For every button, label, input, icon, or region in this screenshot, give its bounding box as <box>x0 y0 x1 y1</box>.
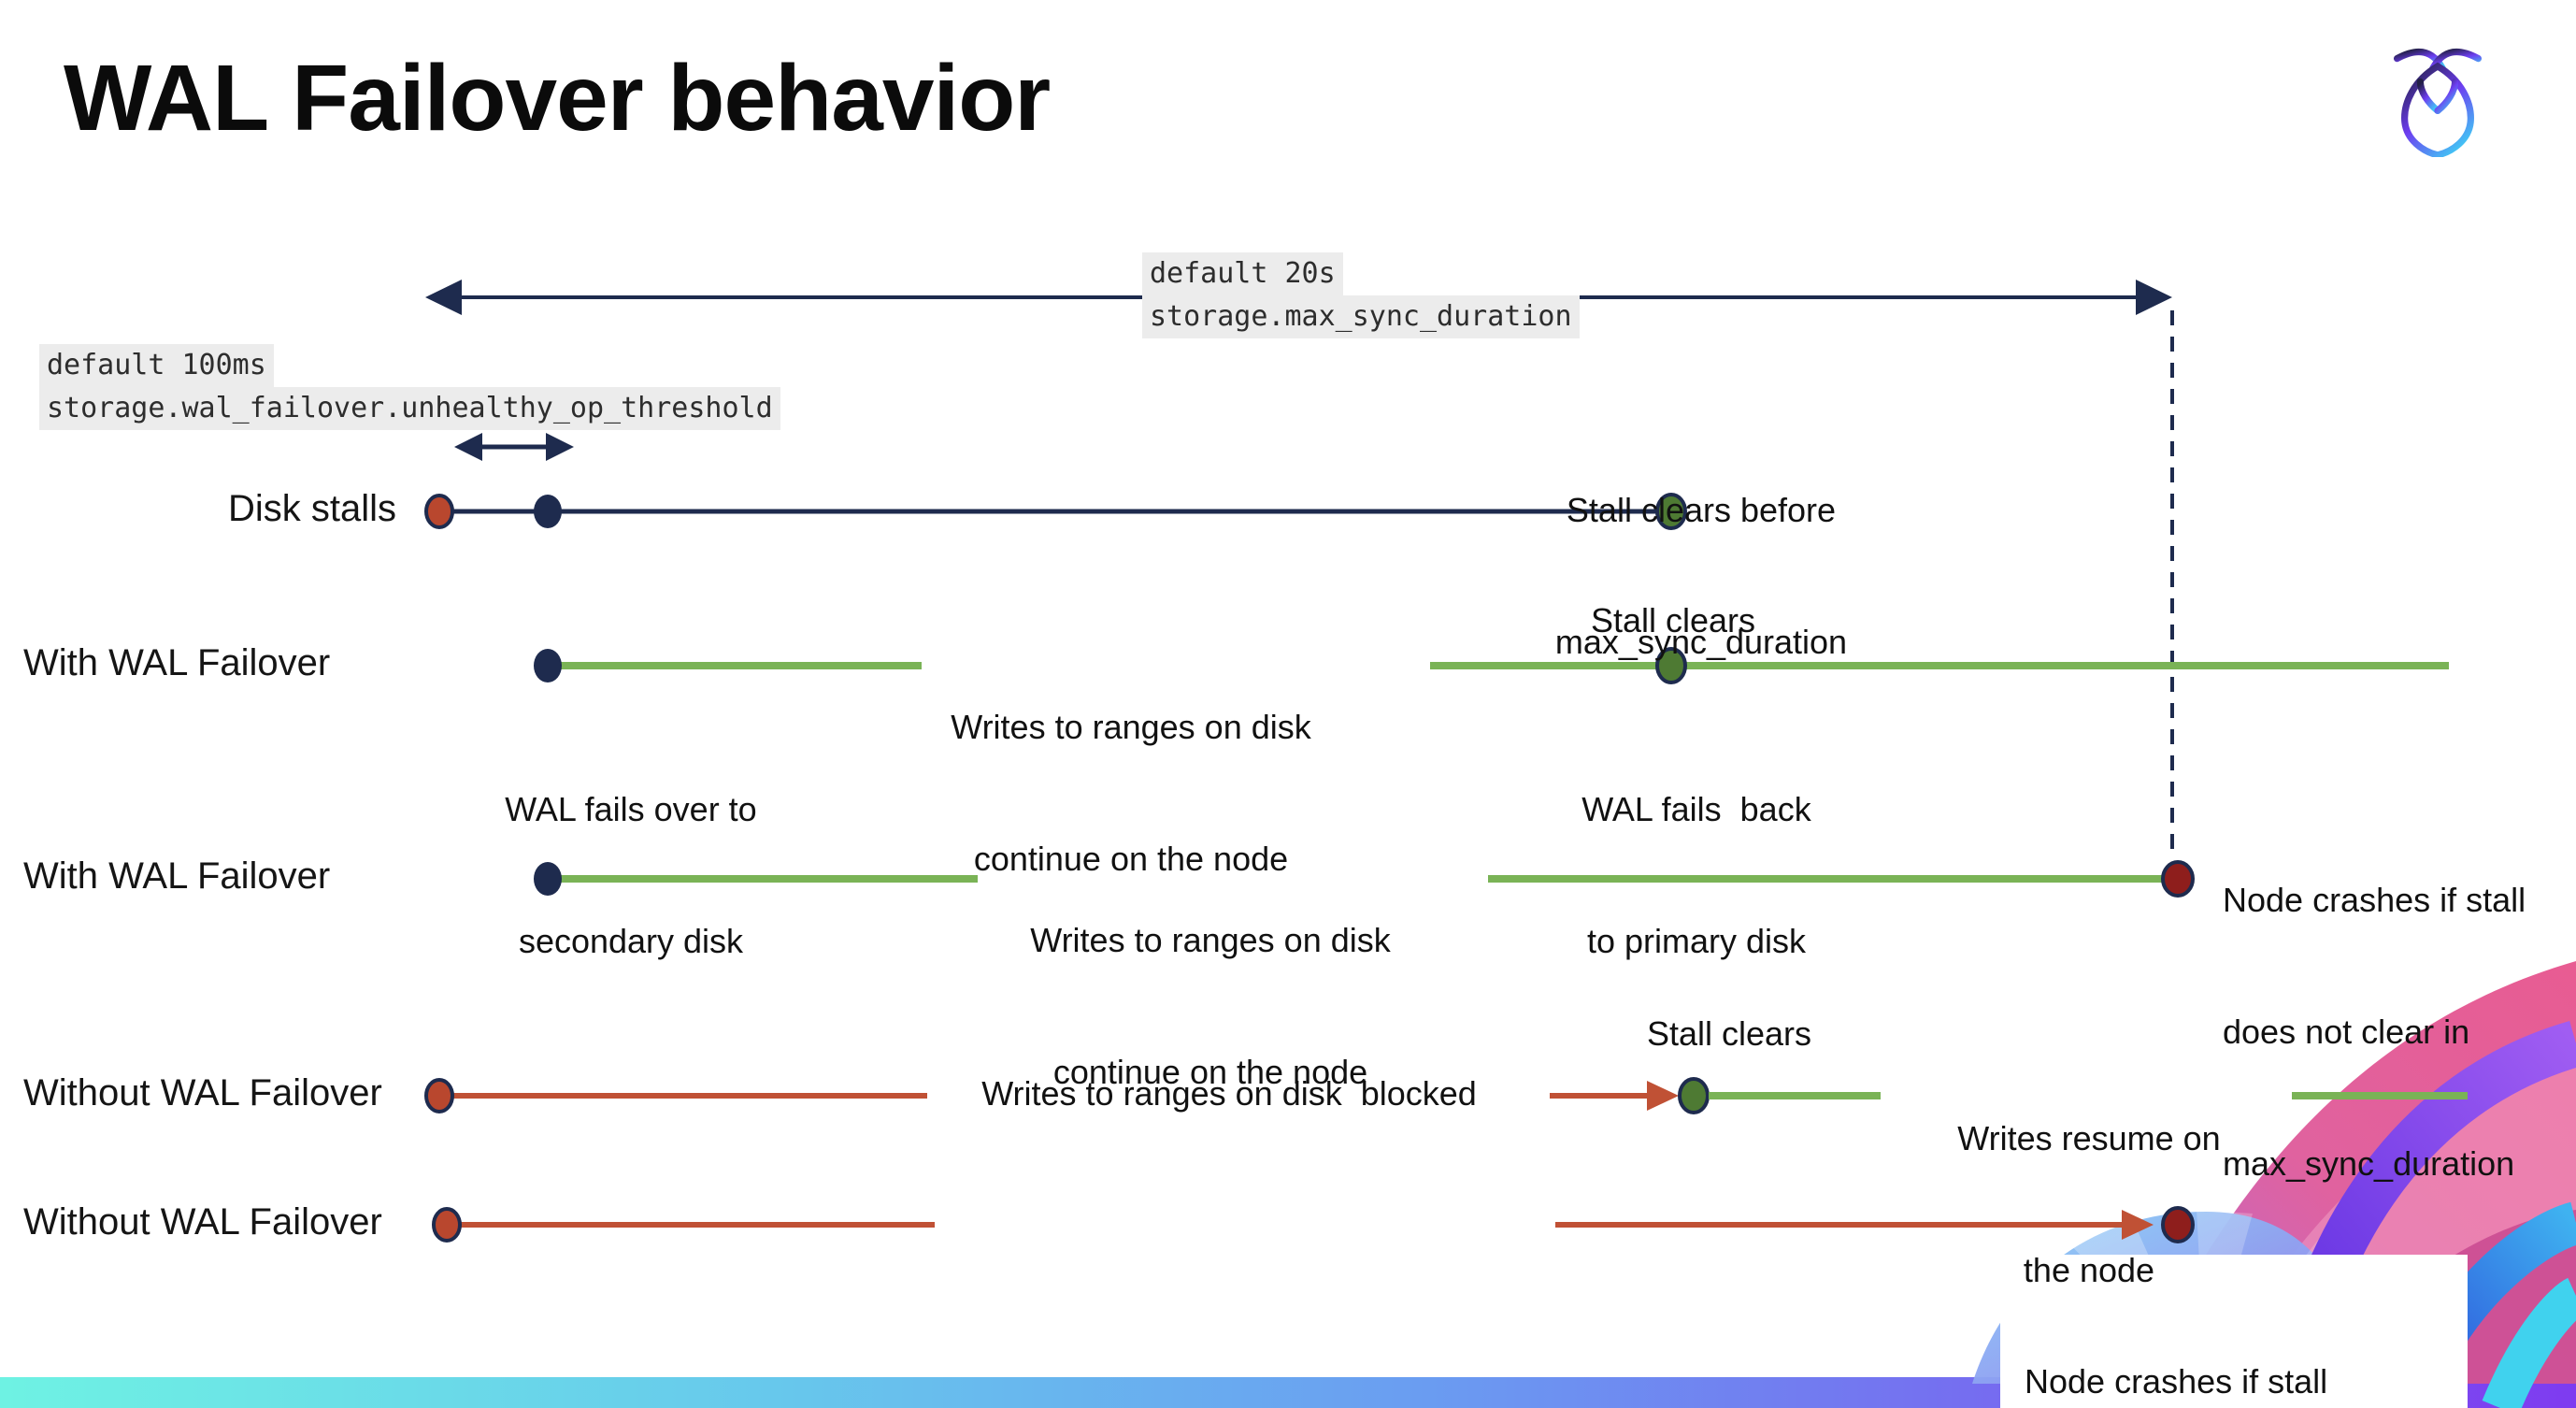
stall-start-dot <box>424 494 454 529</box>
arrowhead-left-icon <box>454 433 482 461</box>
cockroachdb-logo-icon <box>2393 48 2483 157</box>
max-sync-duration-label: default 20s storage.max_sync_duration <box>1142 252 1580 338</box>
threshold-dot <box>534 495 562 528</box>
stall-clears-dot <box>1655 493 1687 530</box>
row-label-with-wal-failover: With WAL Failover <box>23 642 331 683</box>
setting-name: storage.wal_failover.unhealthy_op_thresh… <box>39 387 780 430</box>
unhealthy-op-threshold-label: default 100ms storage.wal_failover.unhea… <box>39 344 780 430</box>
stall-clears-annotation: Stall clears <box>1646 1014 1812 1053</box>
node-crash-dot <box>2161 1206 2195 1243</box>
node-crashes-annotation: Node crashes if stall does not clear in … <box>2223 881 2526 1183</box>
node-crashes-label-box <box>2000 1255 2468 1408</box>
stall-clears-dot <box>1655 647 1687 684</box>
wing-cyan-ribbon <box>2482 1277 2576 1408</box>
row-label-disk-stalls: Disk stalls <box>228 488 397 529</box>
setting-default-value: default 20s <box>1142 252 1343 295</box>
arrowhead-right-icon <box>2122 1210 2154 1240</box>
writes-continue-annotation: Writes to ranges on disk continue on the… <box>951 708 1311 878</box>
setting-default-value: default 100ms <box>39 344 274 387</box>
failover-dot <box>534 649 562 682</box>
stall-start-dot <box>432 1207 462 1243</box>
stall-start-dot <box>424 1078 454 1113</box>
arrowhead-right-icon <box>546 433 574 461</box>
writes-continue-annotation: Writes to ranges on disk continue on the… <box>1030 921 1391 1091</box>
row-label-without-wal-failover: Without WAL Failover <box>23 1072 382 1113</box>
row-label-with-wal-failover: With WAL Failover <box>23 855 331 897</box>
arrowhead-right-icon <box>2136 280 2172 315</box>
page-title: WAL Failover behavior <box>64 46 1051 151</box>
arrowhead-right-icon <box>1647 1081 1679 1111</box>
stall-clears-before-annotation: Stall clears before max_sync_duration <box>1554 491 1848 661</box>
wal-fails-back-annotation: WAL fails back to primary disk <box>1581 790 1811 960</box>
failover-dot <box>534 862 562 896</box>
node-crash-dot <box>2161 860 2195 898</box>
writes-resume-annotation: Writes resume on the node <box>1957 1119 2221 1289</box>
stall-clears-dot <box>1678 1077 1710 1114</box>
stall-clears-annotation: Stall clears <box>1590 601 1756 639</box>
wal-fails-over-annotation: WAL fails over to secondary disk <box>505 790 757 960</box>
setting-name: storage.max_sync_duration <box>1142 295 1580 338</box>
arrowhead-left-icon <box>425 280 462 315</box>
writes-blocked-annotation: Writes to ranges on disk blocked <box>981 1074 1477 1113</box>
row-label-without-wal-failover: Without WAL Failover <box>23 1201 382 1243</box>
node-crashes-annotation: Node crashes if stall does not clear in … <box>2025 1362 2328 1401</box>
